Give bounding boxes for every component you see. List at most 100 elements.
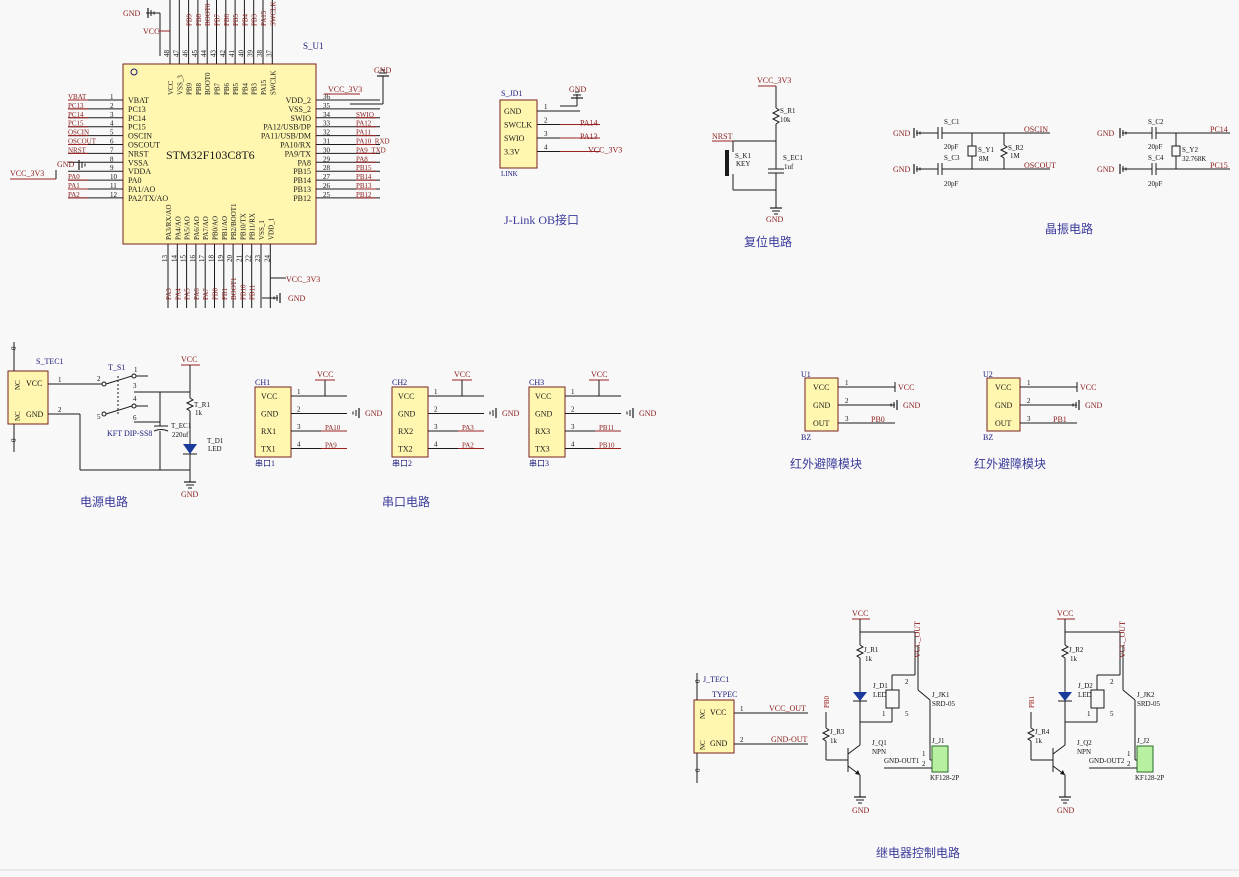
relay-pin: 1 (882, 710, 886, 718)
mcu-pin-name: PA10/RX (280, 141, 311, 150)
relay-rb-ref: J_R4 (1035, 728, 1050, 736)
relay-r-val: 1k (1070, 655, 1078, 663)
relay-r-ref: J_R2 (1069, 646, 1084, 654)
power-led-icon (183, 444, 197, 454)
mcu-pin-name: PA9/TX (285, 149, 312, 158)
section-title-ir1: 红外避障模块 (790, 456, 862, 471)
serial-gnd-label: GND (639, 409, 657, 418)
serial-pin-name: RX1 (261, 427, 276, 436)
power-zero2: 0 (10, 438, 18, 442)
xtal-c3-ref: S_C3 (944, 154, 960, 162)
crystal-32k-icon (1171, 145, 1181, 157)
xtal-y2-ref: S_Y2 (1182, 146, 1198, 154)
relay-pin: 5 (905, 710, 909, 718)
relay-vccout-label: VCC_OUT (913, 621, 922, 658)
relay-led-icon (853, 692, 867, 701)
ground-icon (626, 407, 634, 419)
npn-arrow-icon (1060, 770, 1065, 775)
reset-circuit: VCC_3V3 S_R1 10k NRST S_K1 KEY S_EC1 1uf… (712, 76, 803, 249)
mcu-net-label: PA3 (165, 288, 173, 300)
xtal-y1-val: 8M (979, 155, 990, 163)
ir-pin-num: 2 (845, 397, 849, 405)
xtal-c1-val: 20pF (944, 143, 959, 151)
serial-vcc-label: VCC (591, 370, 607, 379)
crystal-circuit: GND S_C1 20pF GND S_C3 20pF S_Y1 8M S_R2… (893, 118, 1230, 236)
mcu-pin-name: SWIO (291, 114, 312, 123)
mcu-bottom-pins: 13PA3/RX/AOPA314PA4/AOPA415PA5/AOPA516PA… (161, 203, 275, 308)
mcu-pin-num: 19 (217, 255, 225, 263)
xtal-gnd4: GND (1097, 165, 1115, 174)
mcu-net-label: OSCOUT (68, 138, 97, 146)
serial-pin-num: 1 (297, 388, 301, 396)
mcu-net-label: PB6 (223, 13, 231, 26)
power-tec-ref: S_TEC1 (36, 357, 64, 366)
ir-pin-name: OUT (813, 419, 830, 428)
mcu-vcc-top-label: VCC (143, 27, 159, 36)
ir-pin-name: VCC (813, 383, 829, 392)
relay-zero1: 0 (694, 679, 702, 683)
serial-body (528, 386, 566, 458)
mcu-pin-num: 27 (323, 173, 331, 181)
mcu-pin-name: PB1/AO (221, 216, 229, 240)
relay-vcc-out: VCC_OUT (769, 704, 806, 713)
mcu-pin-name: PA7/AO (202, 216, 210, 240)
mcu-gnd-top-label: GND (123, 9, 141, 18)
mcu-net-label: PC14 (68, 111, 84, 119)
mcu-pin-num: 48 (163, 50, 171, 58)
mcu-net-label: PB1 (221, 287, 229, 300)
resistor-icon (771, 107, 781, 125)
mcu-pin-name: PB14 (293, 176, 311, 185)
mcu-pin-num: 46 (182, 50, 190, 58)
jlink-body (499, 99, 538, 169)
mcu-pin-num: 13 (161, 255, 169, 263)
serial-pin-name: TX1 (261, 445, 276, 454)
relay-pin: 1 (1087, 710, 1091, 718)
relay-k-val: SRD-05 (1137, 700, 1160, 708)
serial-pin-num: 3 (297, 423, 301, 431)
power-gnd-label: GND (181, 490, 199, 499)
jlink-pin-num: 4 (544, 144, 548, 152)
relay-pin: 2 (1127, 760, 1131, 768)
power-circuit: S_TEC1 VCC GND NC NC 0 0 1 2 T_S1 2 3 5 … (7, 342, 224, 509)
xtal-c2-val: 20pF (1148, 143, 1163, 151)
mcu-pin-name: PB5 (232, 82, 240, 95)
mcu-pin-num: 33 (323, 120, 331, 128)
jlink-pin-num: 2 (544, 117, 548, 125)
mcu-top-pins: 48VCC47VSS_346PB9PB945PB8PB844BOOT0BOOT0… (163, 0, 277, 95)
mcu-pin-name: PB0/AO (212, 216, 220, 240)
jlink-ref: S_JD1 (501, 89, 522, 98)
section-title-power: 电源电路 (80, 494, 128, 509)
power-sw-pin-d: 1 (134, 366, 138, 374)
serial-pin-num: 2 (434, 406, 438, 414)
serial-pin-num: 4 (434, 441, 438, 449)
mcu-pin-name: PB6 (223, 82, 231, 95)
xtal-r2-ref: S_R2 (1008, 144, 1024, 152)
reset-r-ref: S_R1 (780, 107, 796, 115)
mcu-pin-name: PC14 (128, 114, 146, 123)
mcu-pin-num: 30 (323, 146, 331, 154)
power-d-ref: T_D1 (207, 437, 224, 445)
mcu-pin-name: PA3/RX/AO (165, 204, 173, 240)
serial-name: 串口2 (392, 459, 412, 468)
ground-icon (489, 407, 497, 419)
mcu-pin-num: 18 (208, 255, 216, 263)
relay-conn-ref: J_J1 (932, 737, 945, 745)
relay-signal-label: PB1 (1028, 695, 1036, 708)
serial-ref: CH1 (255, 378, 270, 387)
relay-typec-body (693, 699, 735, 754)
mcu-pin-num: 40 (237, 50, 245, 58)
mcu-pin-num: 14 (170, 255, 178, 263)
mcu-pin-num: 4 (110, 120, 114, 128)
mcu-pin-name: PA8 (298, 158, 312, 167)
ir-pin-num: 3 (845, 415, 849, 423)
mcu-pin-num: 29 (323, 155, 331, 163)
relay-d-val: LED (1078, 691, 1092, 699)
power-gnd-pin: GND (26, 410, 44, 419)
serial-pin-num: 3 (434, 423, 438, 431)
mcu-net-label: PC15 (68, 120, 84, 128)
relay-d-val: LED (873, 691, 887, 699)
relay-q-ref: J_Q1 (872, 739, 887, 747)
